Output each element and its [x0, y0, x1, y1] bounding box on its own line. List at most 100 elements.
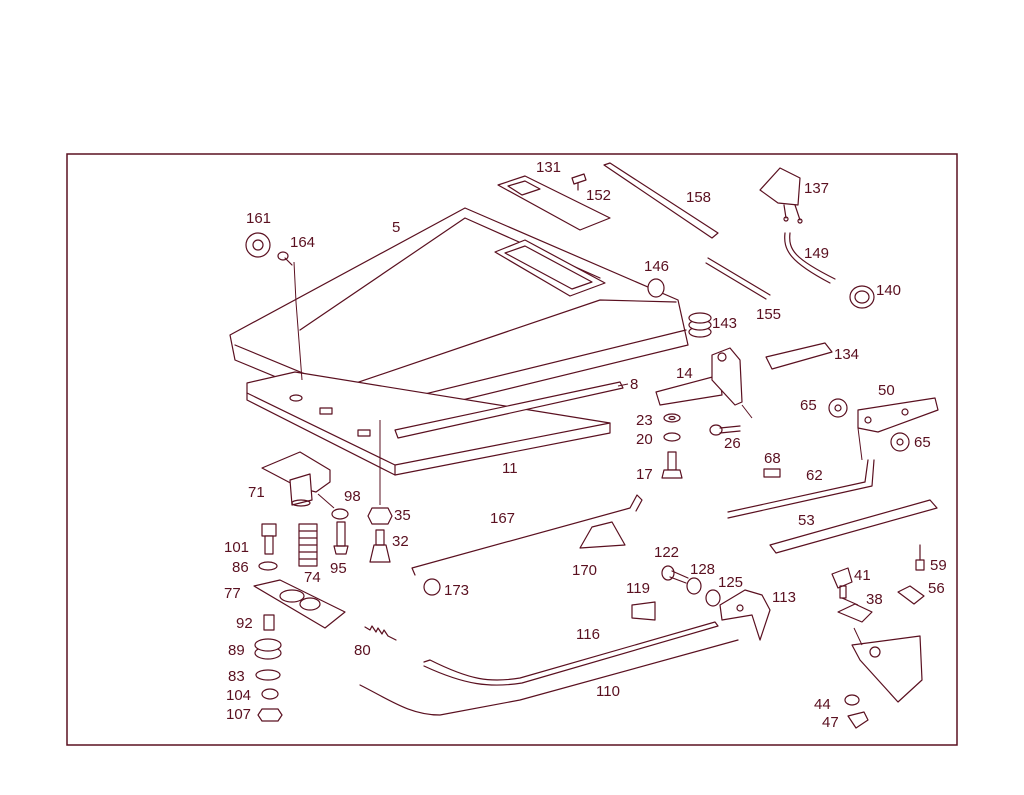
wedge-washer	[261, 688, 279, 700]
bushing	[705, 589, 721, 607]
label-110: 110	[596, 683, 620, 700]
bushing	[686, 577, 702, 595]
label-146: 146	[644, 258, 669, 275]
label-50: 50	[878, 382, 895, 399]
screw	[277, 251, 293, 266]
mounting-grommet	[245, 232, 271, 258]
label-113: 113	[772, 589, 796, 606]
hose-clamp	[849, 285, 875, 309]
label-47: 47	[822, 714, 839, 731]
label-158: 158	[686, 189, 711, 206]
clamp-bracket	[837, 603, 873, 623]
nut	[257, 708, 283, 722]
label-20: 20	[636, 431, 653, 448]
rubber-mount	[254, 638, 282, 660]
hood-hinge	[655, 347, 753, 419]
retaining-strap	[769, 499, 938, 554]
label-41: 41	[854, 567, 871, 584]
washer	[255, 669, 281, 681]
pin-bolt	[333, 521, 349, 555]
bolt	[661, 451, 683, 479]
label-68: 68	[764, 450, 781, 467]
label-101: 101	[224, 539, 249, 556]
sleeve	[263, 614, 275, 631]
hood-panel	[229, 207, 689, 421]
label-56: 56	[928, 580, 945, 597]
cover-plate	[765, 342, 833, 370]
label-167: 167	[490, 510, 515, 527]
washer	[258, 561, 278, 571]
label-62: 62	[806, 467, 823, 484]
label-143: 143	[712, 315, 737, 332]
label-65-lower: 65	[914, 434, 931, 451]
spring-washer	[844, 694, 860, 706]
label-17: 17	[636, 466, 653, 483]
label-26: 26	[724, 435, 741, 452]
label-65-upper: 65	[800, 397, 817, 414]
label-44: 44	[814, 696, 831, 713]
label-92: 92	[236, 615, 253, 632]
spring-washer	[663, 432, 681, 442]
leader-lines	[293, 261, 863, 646]
label-137: 137	[804, 180, 829, 197]
washer-hose	[784, 232, 836, 284]
label-149: 149	[804, 245, 829, 262]
hood-release-lever	[719, 589, 771, 641]
bolt	[661, 565, 689, 584]
release-cable-upper	[411, 494, 643, 576]
label-59: 59	[930, 557, 947, 574]
label-71: 71	[248, 484, 265, 501]
label-32: 32	[392, 533, 409, 550]
hood-lock-bracket	[851, 635, 923, 703]
nut	[847, 711, 869, 729]
label-38: 38	[866, 591, 883, 608]
label-128: 128	[690, 561, 715, 578]
label-122: 122	[654, 544, 679, 561]
label-14: 14	[676, 365, 693, 382]
label-173: 173	[444, 582, 469, 599]
clip	[763, 468, 781, 478]
release-cable-sheath	[359, 639, 739, 716]
release-cable	[423, 621, 719, 686]
cable-holder	[579, 521, 626, 549]
rubber-buffer	[369, 529, 391, 563]
washer-hose-straight	[705, 257, 771, 300]
part-labels: 5 8 11 14 17 20 23 26 32 35 38 41 44 47 …	[224, 159, 947, 731]
grommet	[423, 578, 441, 596]
label-140: 140	[876, 282, 901, 299]
label-83: 83	[228, 668, 245, 685]
hood-prop-rod	[727, 459, 875, 519]
weather-strip	[603, 162, 719, 239]
rubber-bellow	[688, 312, 712, 338]
label-164: 164	[290, 234, 315, 251]
lock-base-plate	[253, 579, 346, 629]
star-washer	[890, 432, 910, 452]
tension-spring	[364, 625, 397, 641]
label-8: 8	[630, 376, 638, 393]
label-98: 98	[344, 488, 361, 505]
label-74: 74	[304, 569, 321, 586]
label-53: 53	[798, 512, 815, 529]
compression-spring	[298, 523, 318, 567]
label-11: 11	[502, 460, 518, 477]
label-152: 152	[586, 187, 611, 204]
bracket	[897, 585, 925, 605]
label-119: 119	[626, 580, 650, 597]
label-104: 104	[226, 687, 251, 704]
label-155: 155	[756, 306, 781, 323]
vent-cover	[497, 175, 611, 231]
label-5: 5	[392, 219, 400, 236]
label-23: 23	[636, 412, 653, 429]
label-116: 116	[576, 626, 600, 643]
washer-nozzle	[759, 167, 803, 224]
label-131: 131	[536, 159, 561, 176]
screw	[709, 424, 741, 436]
nut	[367, 507, 393, 525]
star-washer	[828, 398, 848, 418]
screw	[915, 544, 925, 571]
rubber-stop	[631, 601, 656, 621]
label-134: 134	[834, 346, 859, 363]
label-170: 170	[572, 562, 597, 579]
hood-strip	[394, 381, 624, 439]
